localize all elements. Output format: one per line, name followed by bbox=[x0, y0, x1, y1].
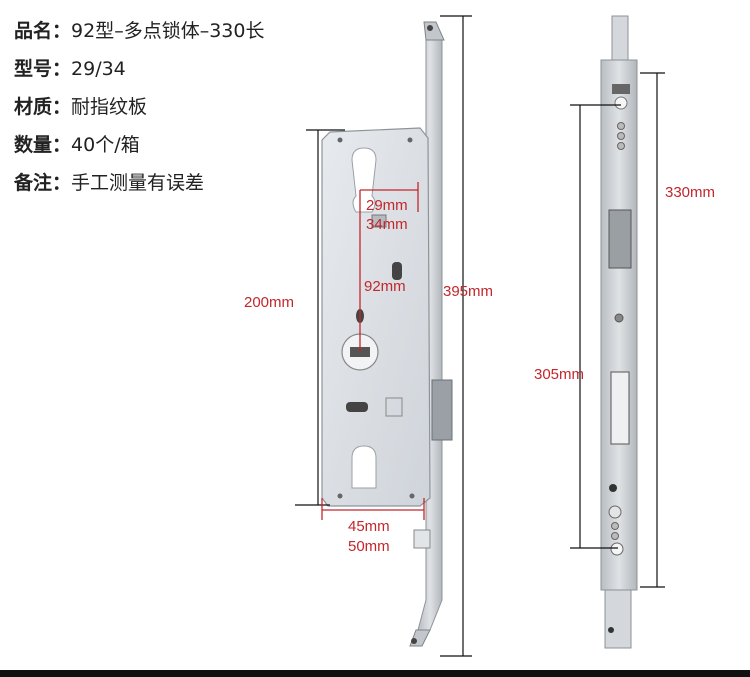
bottom-keyhole bbox=[351, 445, 377, 489]
dim-center-distance: 92mm bbox=[364, 278, 406, 295]
dimension-lines-left bbox=[295, 15, 472, 657]
spec-name: 品名：92型–多点锁体–330长 bbox=[14, 20, 265, 42]
dim-backset-b: 34mm bbox=[366, 216, 408, 233]
dim-faceplate-length: 330mm bbox=[665, 184, 715, 201]
dim-width-a: 45mm bbox=[348, 518, 390, 535]
dim-body-height: 200mm bbox=[244, 294, 294, 311]
top-tab bbox=[611, 15, 629, 61]
faceplate-front-view bbox=[600, 15, 638, 649]
dim-backset-a: 29mm bbox=[366, 197, 408, 214]
top-hook bbox=[423, 21, 445, 41]
spec-list: 品名：92型–多点锁体–330长 型号：29/34 材质：耐指纹板 数量：40个… bbox=[14, 16, 264, 206]
top-keyhole bbox=[351, 147, 377, 213]
dim-total-length: 395mm bbox=[443, 283, 493, 300]
spec-material: 材质：耐指纹板 bbox=[14, 96, 148, 118]
dimension-lines-red bbox=[321, 182, 425, 520]
spec-note: 备注：手工测量有误差 bbox=[14, 172, 205, 194]
latch-bolt bbox=[431, 379, 453, 441]
lock-case bbox=[321, 127, 431, 507]
dim-width-b: 50mm bbox=[348, 538, 390, 555]
spec-quantity: 数量：40个/箱 bbox=[14, 134, 140, 156]
bottom-tab bbox=[604, 589, 632, 649]
bottom-bar bbox=[0, 670, 750, 677]
latch-window bbox=[608, 209, 632, 269]
lock-body-side-view bbox=[321, 21, 453, 647]
spec-model: 型号：29/34 bbox=[14, 58, 126, 80]
bolt-window bbox=[610, 371, 630, 445]
dimension-lines-right bbox=[570, 72, 665, 588]
dim-faceplate-span: 305mm bbox=[534, 366, 584, 383]
